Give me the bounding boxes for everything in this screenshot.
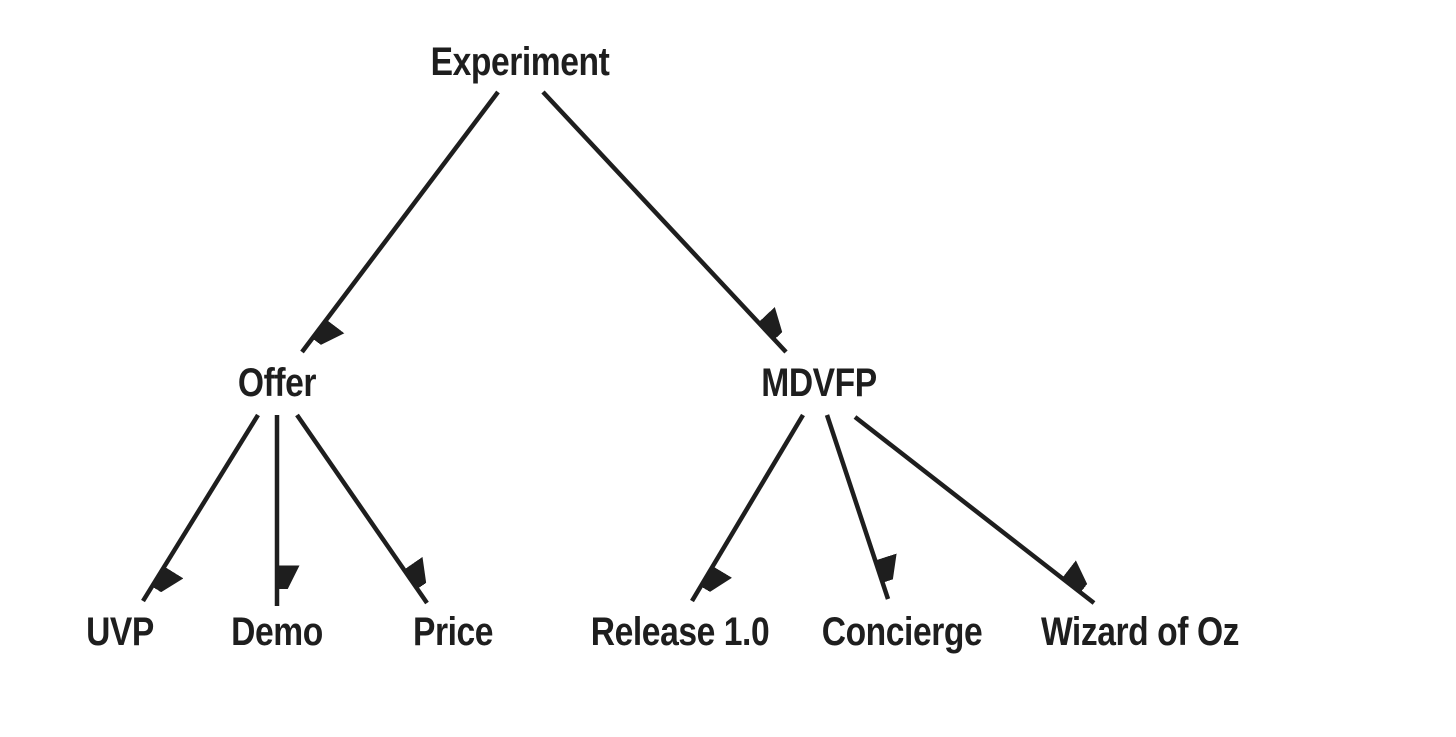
edge-mdvfp-concierge bbox=[824, 414, 888, 600]
node-wizard-of-oz: Wizard of Oz bbox=[1040, 610, 1240, 654]
node-release-1-0: Release 1.0 bbox=[590, 610, 770, 654]
edge-offer-uvp bbox=[141, 413, 260, 603]
edge-mdvfp-release bbox=[690, 413, 805, 603]
node-offer: Offer bbox=[237, 361, 317, 405]
edge-experiment-mdvfp bbox=[541, 90, 786, 354]
node-experiment: Experiment bbox=[430, 40, 610, 84]
edge-mdvfp-wizard bbox=[853, 415, 1096, 605]
node-price: Price bbox=[412, 610, 494, 654]
node-demo: Demo bbox=[231, 610, 323, 654]
node-concierge: Concierge bbox=[821, 610, 983, 654]
edge-offer-price bbox=[295, 413, 427, 605]
edge-experiment-offer bbox=[300, 90, 500, 354]
node-uvp: UVP bbox=[86, 610, 154, 654]
node-mdvfp: MDVFP bbox=[761, 361, 877, 405]
